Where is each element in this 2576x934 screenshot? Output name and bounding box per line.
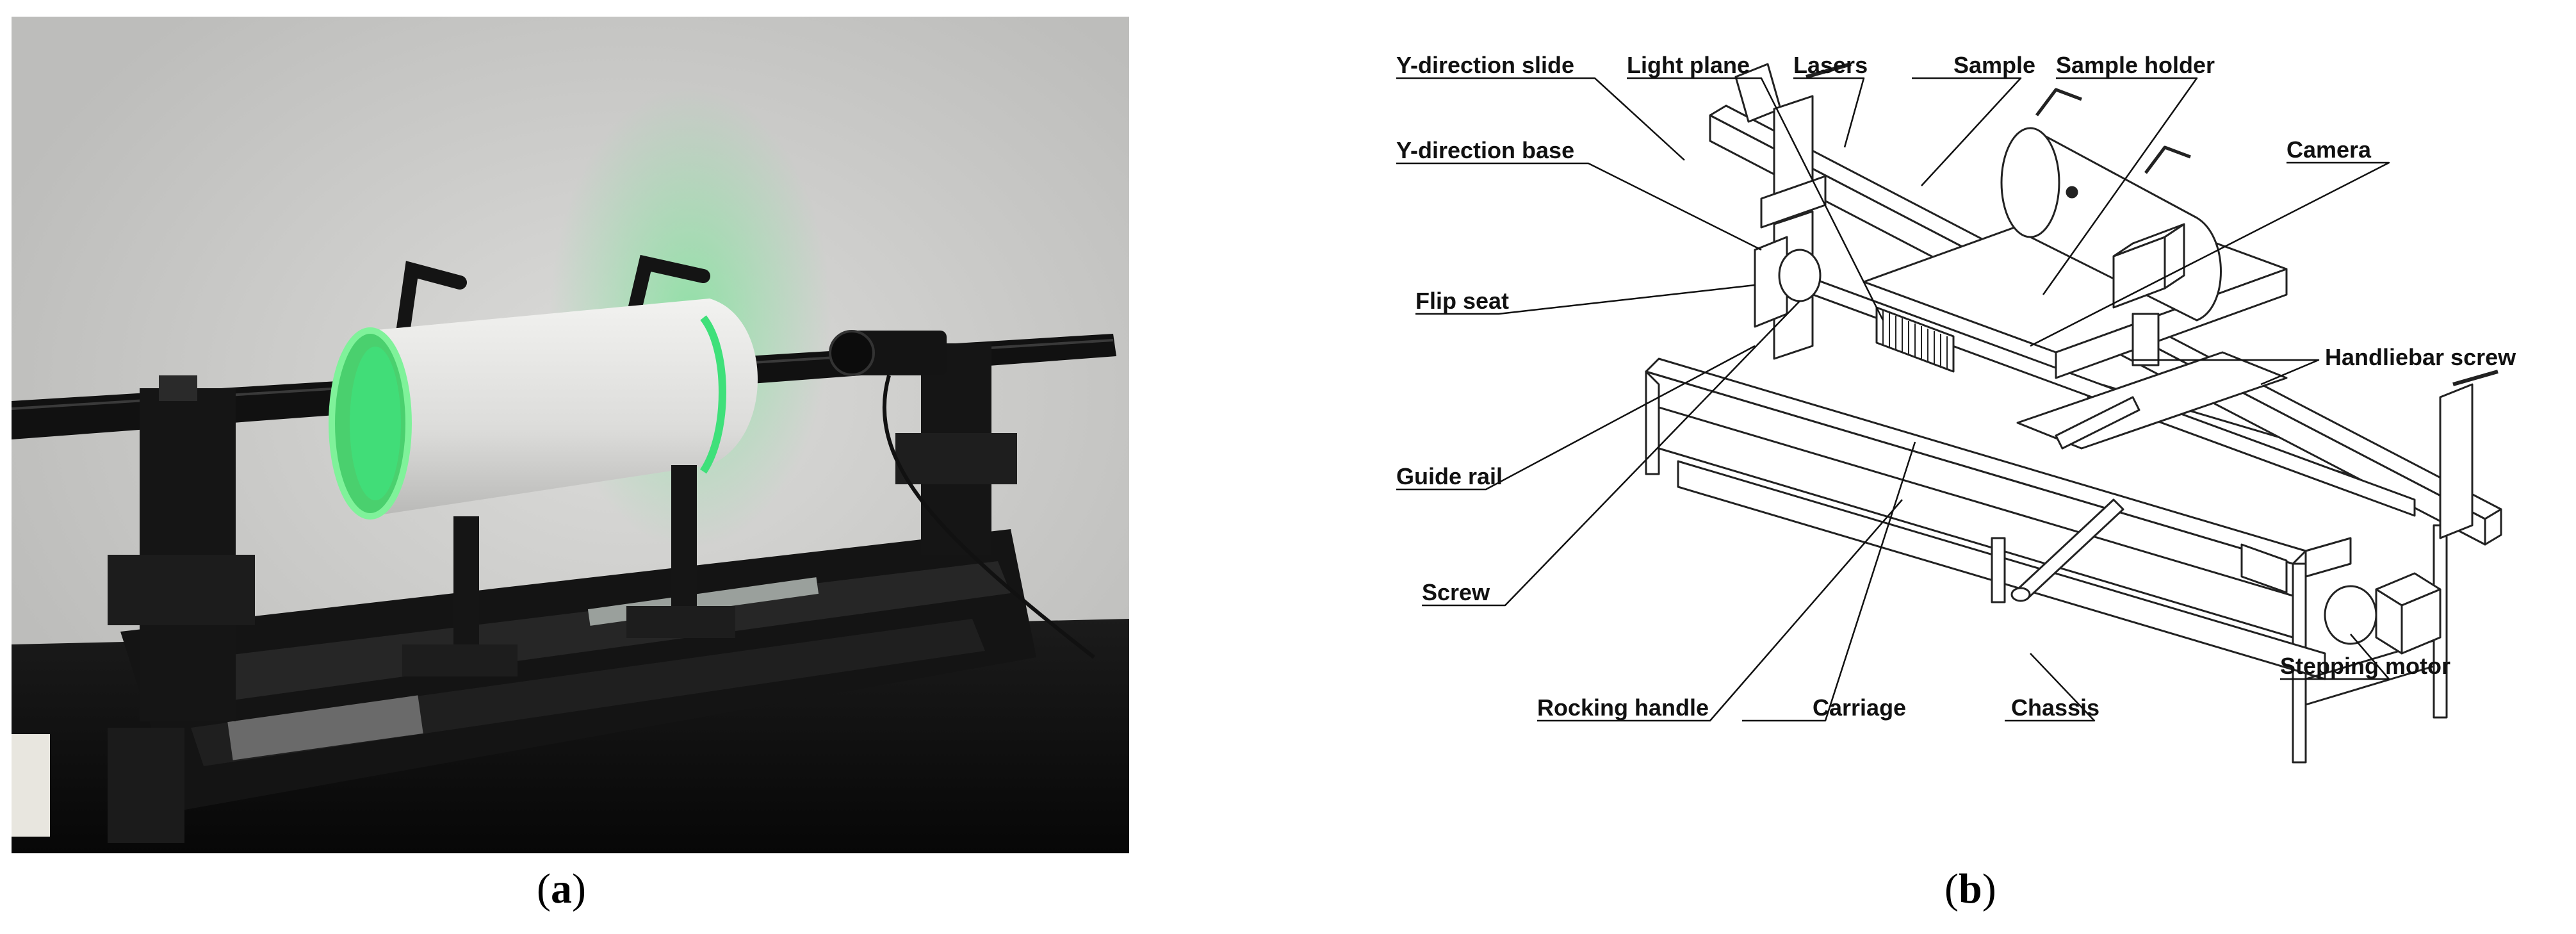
label-sample: Sample <box>1953 52 2036 78</box>
label-handlebar-screw: Handliebar screw <box>2325 344 2516 370</box>
leader-lines <box>1396 77 2390 722</box>
label-y-direction-slide: Y-direction slide <box>1396 52 1575 78</box>
label-camera: Camera <box>2287 136 2372 163</box>
label-flip-seat: Flip seat <box>1415 288 1510 314</box>
apparatus-schematic <box>1396 62 2502 764</box>
camera-body <box>851 331 947 375</box>
laser-line <box>699 315 726 474</box>
camera-drawing <box>2112 223 2185 309</box>
apparatus-photo <box>12 17 1129 853</box>
rocking-handle-drawing <box>2010 396 2140 602</box>
label-lasers: Lasers <box>1793 52 1868 78</box>
label-rocking-handle: Rocking handle <box>1537 694 1709 721</box>
label-y-direction-base: Y-direction base <box>1396 137 1575 163</box>
label-light-plane: Light plane <box>1627 52 1750 78</box>
label-carriage: Carriage <box>1813 694 1907 721</box>
stepping-motor-drawing <box>2304 537 2441 655</box>
schematic-panel: Y-direction slide Light plane Lasers Sam… <box>1377 38 2575 839</box>
caption-b: (b) <box>1944 865 1996 912</box>
photo-panel <box>12 17 1129 853</box>
label-sample-holder: Sample holder <box>2056 52 2215 78</box>
caption-a: (a) <box>537 865 586 912</box>
label-stepping-motor: Stepping motor <box>2280 653 2450 679</box>
label-screw: Screw <box>1422 579 1490 605</box>
sample-tube <box>370 299 758 516</box>
chassis-drawing <box>1645 357 2448 764</box>
label-chassis: Chassis <box>2011 694 2100 721</box>
label-guide-rail: Guide rail <box>1396 463 1503 489</box>
guide-rail-drawing <box>1778 249 2416 594</box>
